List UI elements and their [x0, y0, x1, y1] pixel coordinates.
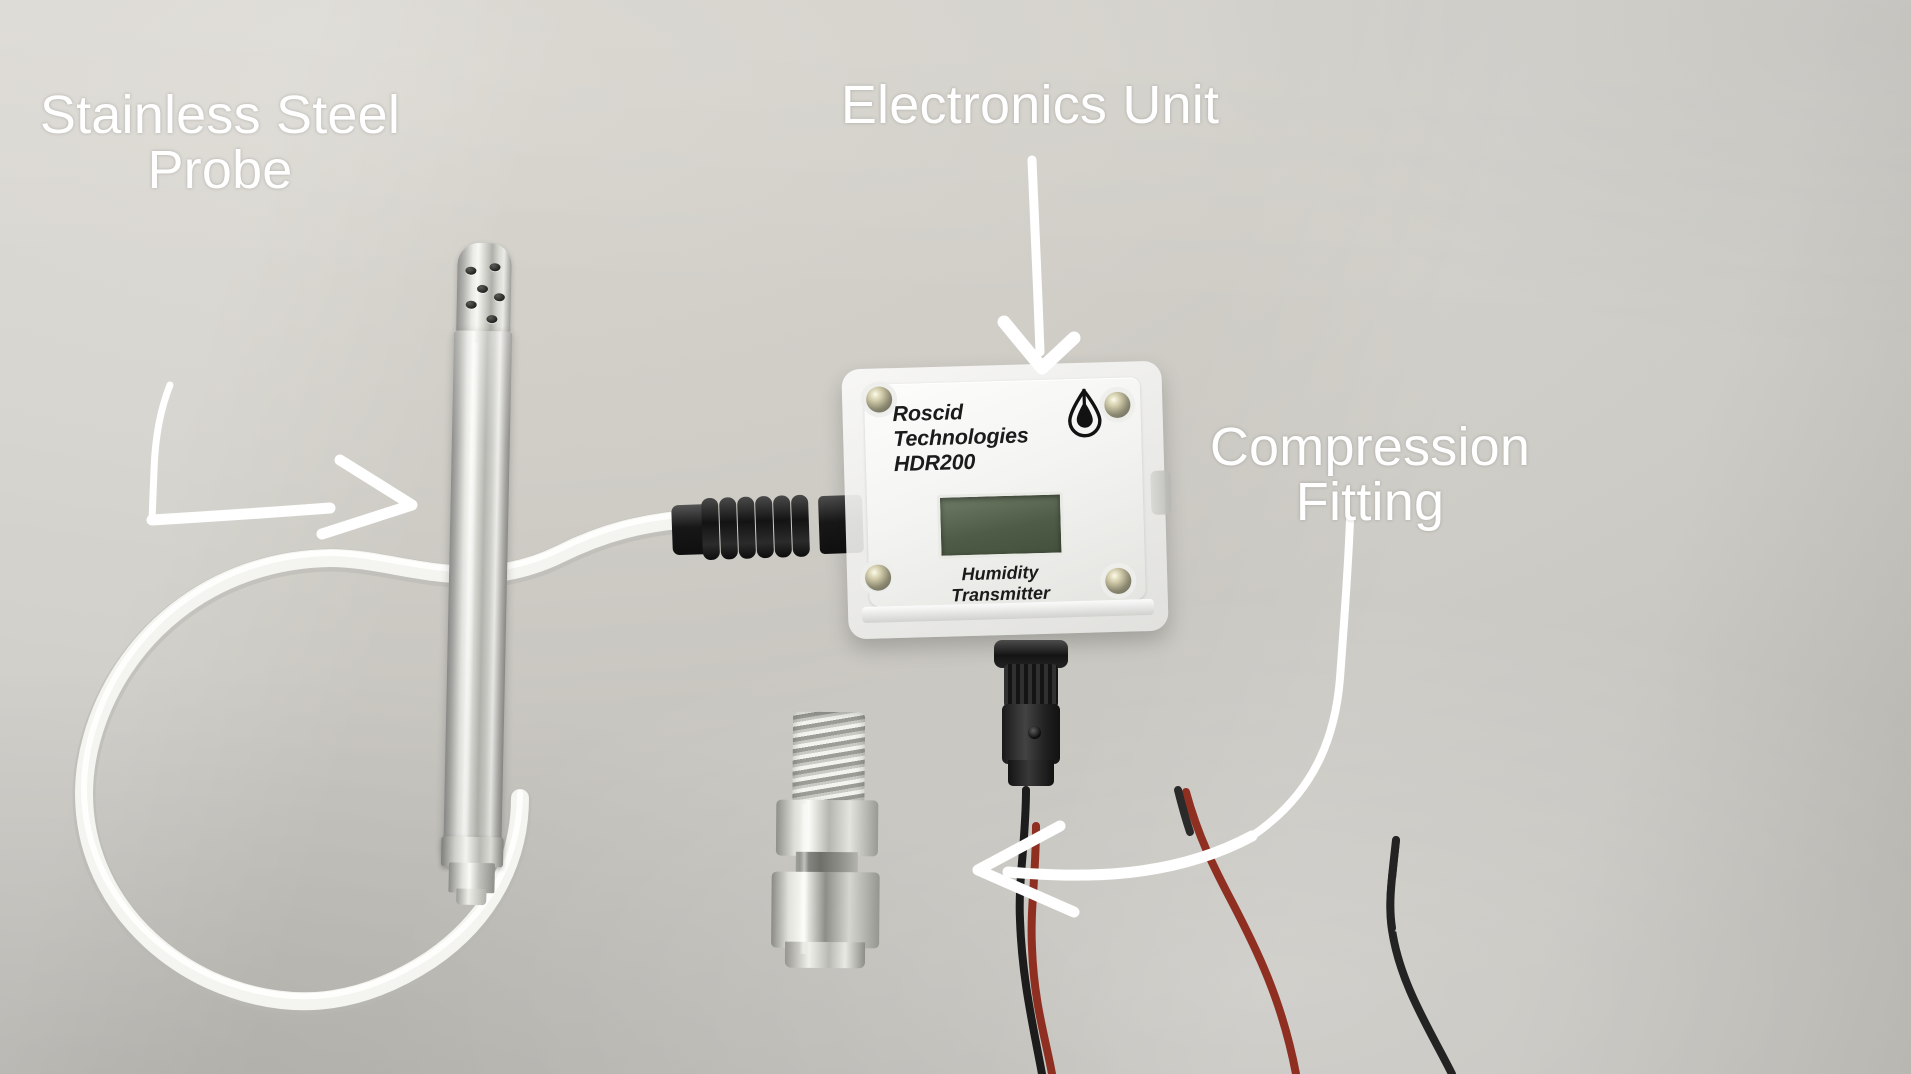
electronics-unit: Roscid Technologies HDR200 Humidity Tran…	[841, 360, 1172, 640]
gland-rib	[754, 495, 775, 559]
connector-flange	[994, 640, 1068, 668]
fitting-male-thread	[792, 711, 866, 805]
fitting-hex-lower	[771, 871, 880, 949]
connector-cable-exit	[1008, 760, 1054, 786]
model-number: HDR200	[893, 449, 976, 476]
annotation-label-compression-fitting: Compression Fitting	[1209, 417, 1531, 533]
fitting-arrow-shaft	[1002, 830, 1258, 881]
probe-vent-hole	[465, 266, 477, 275]
signal-wire-red	[1182, 788, 1300, 1074]
unit-arrow-head	[997, 315, 1081, 375]
probe-vent-hole	[493, 293, 505, 302]
gland-rib	[718, 497, 739, 560]
annotation-label-electronics-unit: Electronics Unit	[840, 75, 1220, 135]
connector-set-screw	[1028, 726, 1041, 739]
gland-rib	[700, 497, 721, 561]
m12-connector	[994, 640, 1068, 800]
probe-arrow-shaft	[146, 502, 336, 526]
annotation-label-probe: Stainless Steel Probe	[39, 85, 401, 201]
unit-arrow-shaft	[1027, 155, 1045, 357]
probe-vent-hole	[465, 300, 477, 309]
power-wire-red	[1027, 822, 1056, 1074]
cable-gland	[671, 489, 864, 566]
brand-block: Roscid Technologies HDR200	[892, 397, 1064, 477]
compression-fitting	[769, 711, 883, 973]
fitting-arrow-stem	[1248, 516, 1354, 840]
signal-wire-black-upper	[1386, 836, 1400, 932]
probe-arrow-head	[316, 454, 418, 540]
fitting-ferrule-nut	[784, 941, 866, 969]
probe-vent-hole	[489, 263, 501, 272]
connector-knurl	[1004, 664, 1058, 708]
gland-rib	[790, 494, 811, 558]
probe-vent-hole	[476, 284, 489, 294]
wire-ferrule	[1386, 834, 1400, 932]
signal-wire-black	[1386, 836, 1456, 1074]
gland-rib	[736, 496, 757, 559]
stainless-steel-probe	[438, 242, 520, 906]
power-wire-black	[1015, 786, 1046, 1074]
fitting-hex-upper	[775, 799, 879, 857]
probe-cable-exit	[456, 888, 487, 906]
lcd-display	[936, 491, 1065, 559]
signal-wire-red-tip	[1174, 786, 1194, 836]
probe-vent-hole	[486, 315, 498, 324]
probe-arrow-stem	[148, 381, 174, 524]
gland-rib	[772, 495, 793, 558]
fitting-arrow-head	[972, 820, 1080, 918]
water-droplet-icon	[1068, 388, 1102, 438]
fitting-highlight	[799, 803, 810, 954]
